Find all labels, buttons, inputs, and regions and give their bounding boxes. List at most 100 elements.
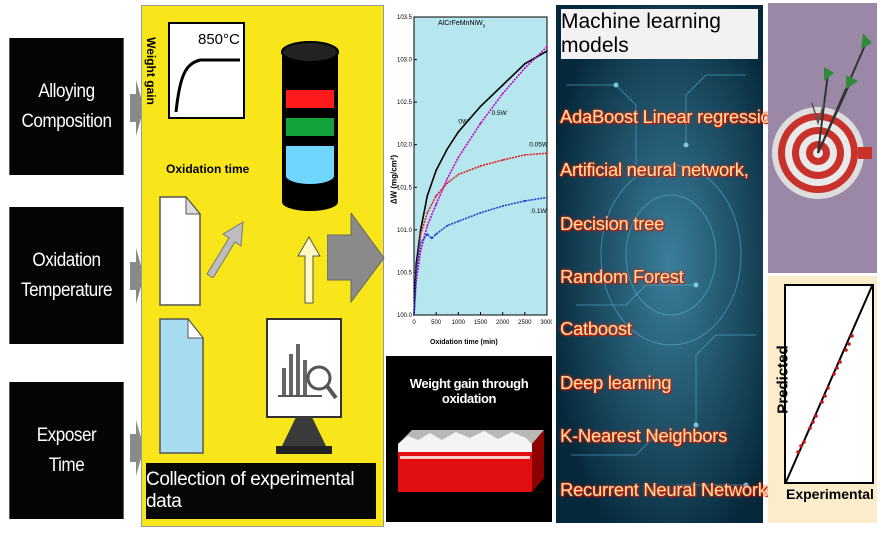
ml-model-item: Recurrent Neural Networks (560, 479, 776, 500)
input-oxidation-temperature: Oxidation Temperature (9, 207, 124, 344)
chart-ylabel: ΔW (mg/cm²) (389, 154, 399, 205)
x-tick-label: 1500 (474, 320, 488, 326)
series-point (546, 152, 548, 155)
series-point (479, 211, 482, 214)
x-tick-label: 500 (431, 320, 442, 326)
target-icon (772, 33, 872, 199)
prediction-panel: Predicted Experimental (768, 276, 877, 523)
arrow-right-icon (130, 248, 144, 304)
ml-model-item: Artificial neural network, (560, 159, 749, 180)
target-panel (768, 3, 877, 273)
oxidation-sample-panel: Weight gain through oxidation (386, 356, 552, 522)
y-tick-label: 101.0 (397, 228, 413, 234)
oxidation-plot-panel: 050010001500200025003000100.0100.5101.01… (386, 5, 552, 350)
y-tick-label: 102.0 (397, 143, 413, 149)
chart-title: AlCrFeMnNiWx (438, 20, 485, 29)
inset-temperature: 850°C (198, 31, 240, 48)
series-point (426, 211, 429, 214)
series-point (479, 122, 482, 125)
series-point (546, 196, 548, 199)
series-point (479, 165, 482, 167)
chart-xlabel: Oxidation time (min) (430, 339, 498, 346)
series-point (501, 84, 504, 87)
series-point (446, 148, 449, 150)
series-point (435, 233, 438, 236)
series-point (501, 159, 504, 161)
layered-cylinder-icon (281, 41, 339, 211)
series-point (435, 169, 438, 172)
inset-y-label: Weight gain (140, 37, 160, 108)
input-line: Temperature (20, 279, 113, 301)
series-point (415, 271, 418, 274)
series-point (419, 233, 422, 236)
ml-title: Machine learning models (561, 9, 758, 59)
chart-title-text: AlCrFeMnNiW (438, 20, 483, 27)
series-point (523, 67, 526, 69)
series-point (457, 131, 460, 133)
series-point (446, 177, 449, 180)
input-alloying-composition: Alloying Composition (9, 38, 124, 175)
series-point (457, 220, 460, 223)
series-label: 0W (458, 118, 469, 125)
oxidized-sample-icon (398, 430, 544, 492)
input-line: Alloying (38, 80, 95, 102)
series-point (413, 314, 415, 316)
x-tick-label: 1000 (452, 320, 466, 326)
series-point (479, 105, 482, 108)
monitor-analysis-icon (266, 318, 342, 454)
series-point (446, 182, 449, 184)
arrow-right-icon (130, 420, 144, 476)
series-point (523, 62, 526, 65)
big-arrow-right-icon (327, 213, 385, 303)
oxidation-chart: 050010001500200025003000100.0100.5101.01… (397, 15, 552, 326)
y-tick-label: 103.0 (397, 58, 413, 64)
series-label: 0.1W (531, 208, 547, 215)
series-point (501, 92, 504, 95)
arrow-up-right-icon (206, 221, 244, 278)
series-point (435, 194, 438, 197)
oxidation-panel-title: Weight gain through oxidation (409, 376, 529, 406)
y-tick-label: 100.5 (397, 270, 413, 276)
ml-model-item: Decision tree (560, 213, 665, 234)
series-label: 0.05W (529, 141, 549, 148)
series-point (457, 156, 460, 159)
chart-title-sub: x (482, 23, 486, 30)
y-tick-label: 102.5 (397, 100, 413, 106)
x-tick-label: 2000 (496, 320, 510, 326)
weight-gain-curve-icon (174, 58, 240, 113)
series-point (501, 205, 504, 207)
document-icon (159, 196, 201, 306)
ml-model-item: AdaBoost Linear regression (560, 106, 781, 127)
series-point (426, 194, 429, 197)
input-line: Time (48, 454, 85, 476)
input-line: Exposer (36, 424, 97, 446)
series-label: 0.5W (492, 110, 508, 117)
arrow-right-icon (130, 80, 144, 136)
x-tick-label: 2500 (518, 320, 532, 326)
y-tick-label: 100.0 (397, 313, 413, 319)
parity-y-label: Predicted (774, 345, 792, 414)
circuit-brain-background (556, 5, 763, 523)
series-point (419, 241, 422, 244)
series-point (523, 154, 526, 156)
ml-model-item: Random Forest (560, 266, 684, 287)
arrow-up-icon (297, 236, 321, 304)
series-point (426, 233, 429, 236)
parity-plot (784, 284, 874, 484)
input-line: Composition (21, 110, 112, 132)
series-point (546, 45, 548, 48)
series-point (435, 203, 438, 206)
parity-x-label: Experimental (786, 486, 874, 502)
inset-y-label-text: Weight gain (144, 37, 158, 105)
series-point (426, 224, 429, 227)
weight-gain-inset: 850°C (168, 22, 245, 119)
collection-caption: Collection of experimental data (146, 463, 376, 519)
input-exposer-time: Exposer Time (9, 382, 124, 519)
ml-model-item: Catboost (560, 318, 632, 339)
series-point (457, 173, 460, 176)
y-tick-label: 103.5 (397, 15, 413, 21)
ml-model-item: Deep learning (560, 372, 672, 393)
series-point (523, 200, 526, 202)
ml-model-item: K-Nearest Neighbors (560, 425, 728, 446)
x-tick-label: 3000 (540, 320, 552, 326)
